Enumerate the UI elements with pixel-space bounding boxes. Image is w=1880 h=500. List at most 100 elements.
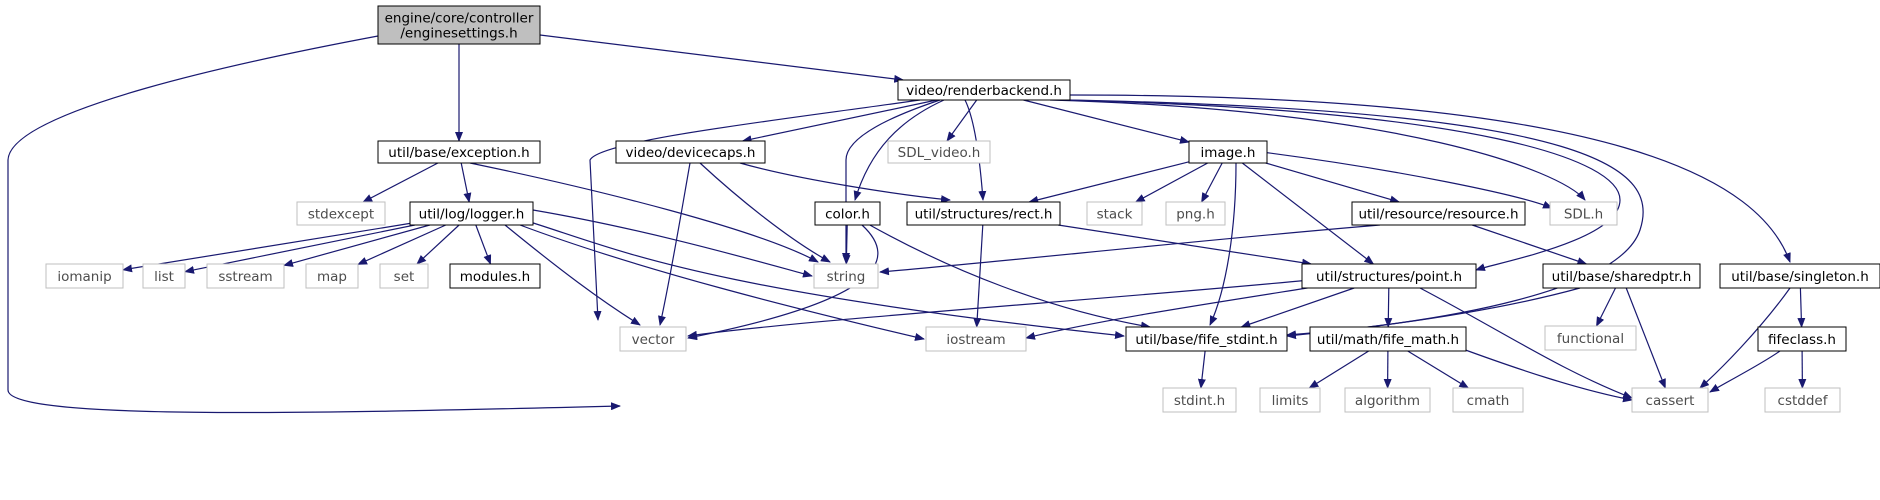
node-sdl_video: SDL_video.h — [887, 140, 991, 164]
node-label: video/renderbackend.h — [906, 83, 1062, 99]
node-set: set — [379, 263, 429, 289]
node-box — [377, 5, 541, 45]
node-box — [409, 201, 534, 226]
node-sdl: SDL.h — [1549, 201, 1618, 226]
nodes-layer: engine/core/controller/enginesettings.h v… — [45, 5, 1880, 413]
edge-exception-to-logger — [460, 162, 472, 203]
node-box — [1188, 140, 1268, 164]
node-label: util/base/fife_stdint.h — [1135, 332, 1277, 348]
edge-image-to-rect — [1028, 161, 1190, 204]
node-fife_stdint[interactable]: util/base/fife_stdint.h — [1125, 326, 1288, 352]
edge-rect-to-point — [1058, 224, 1313, 267]
edge-resource-to-sharedptr — [1472, 224, 1588, 265]
edge-image-to-point — [1241, 162, 1375, 265]
edge-renderbackend-to-image — [1023, 99, 1190, 144]
edge-logger-to-set — [416, 224, 460, 265]
node-fife_math[interactable]: util/math/fife_math.h — [1309, 326, 1467, 352]
node-box — [45, 263, 124, 289]
node-box — [1542, 263, 1701, 289]
node-color[interactable]: color.h — [814, 201, 881, 226]
node-label: engine/core/controller — [385, 11, 534, 27]
node-box — [1162, 387, 1237, 413]
node-box — [619, 326, 687, 352]
edge-image-to-fife_stdint — [1209, 162, 1237, 326]
node-box — [1344, 387, 1431, 413]
node-box — [906, 201, 1061, 226]
node-label: stdint.h — [1174, 393, 1225, 409]
node-box — [377, 140, 541, 164]
edge-singleton-to-cassert — [1699, 287, 1791, 389]
edge-resource-to-string — [879, 224, 1381, 276]
edge-point-to-fife_math — [1384, 287, 1393, 328]
node-label: set — [394, 269, 415, 285]
edge-color-to-fife_stdint — [867, 223, 1151, 330]
node-map: map — [305, 263, 359, 289]
edge-root-to-vector — [7, 35, 621, 414]
node-label: stack — [1097, 207, 1133, 223]
node-box — [142, 263, 186, 289]
node-cstddef: cstddef — [1764, 387, 1841, 413]
edge-devicecaps-to-string — [699, 162, 831, 263]
edge-logger-to-modules — [475, 224, 492, 265]
edge-fife_math-to-limits — [1308, 350, 1370, 389]
node-image[interactable]: image.h — [1188, 140, 1268, 164]
edge-logger-to-iomanip — [122, 222, 411, 273]
node-box — [449, 263, 541, 289]
node-renderbackend[interactable]: video/renderbackend.h — [897, 79, 1071, 101]
edge-logger-to-iostream — [519, 224, 925, 341]
node-label: iostream — [946, 332, 1005, 348]
node-singleton[interactable]: util/base/singleton.h — [1719, 263, 1880, 289]
node-box — [296, 201, 386, 226]
node-stdint: stdint.h — [1162, 387, 1237, 413]
edge-devicecaps-to-rect — [739, 162, 951, 204]
node-point[interactable]: util/structures/point.h — [1301, 263, 1477, 289]
node-box — [813, 263, 879, 289]
edge-logger-to-sstream — [283, 224, 431, 267]
node-box — [1125, 326, 1288, 352]
edge-root-to-renderbackend — [539, 34, 905, 83]
node-functional: functional — [1544, 325, 1637, 351]
node-label: util/log/logger.h — [419, 207, 525, 223]
node-box — [887, 140, 991, 164]
node-label: png.h — [1176, 207, 1215, 223]
edge-image-to-stack — [1134, 162, 1208, 203]
node-devicecaps[interactable]: video/devicecaps.h — [615, 140, 766, 164]
edge-renderbackend-to-sdl_video — [946, 99, 978, 142]
node-label: map — [317, 269, 347, 285]
node-modules[interactable]: modules.h — [449, 263, 541, 289]
node-label: list — [154, 269, 174, 285]
node-box — [379, 263, 429, 289]
node-sharedptr[interactable]: util/base/sharedptr.h — [1542, 263, 1701, 289]
node-label: fifeclass.h — [1768, 332, 1836, 348]
node-box — [1719, 263, 1880, 289]
node-label: SDL_video.h — [898, 145, 981, 161]
node-fifeclass[interactable]: fifeclass.h — [1757, 326, 1847, 352]
node-iomanip: iomanip — [45, 263, 124, 289]
node-label: iomanip — [57, 269, 111, 285]
node-exception[interactable]: util/base/exception.h — [377, 140, 541, 164]
edge-devicecaps-to-vector — [658, 162, 691, 326]
node-label: modules.h — [460, 269, 530, 285]
node-limits: limits — [1259, 387, 1321, 413]
node-label: image.h — [1201, 145, 1256, 161]
node-label: /enginesettings.h — [400, 26, 517, 42]
edge-point-to-fife_stdint — [1240, 287, 1355, 328]
node-label: string — [827, 269, 866, 285]
node-rect[interactable]: util/structures/rect.h — [906, 201, 1061, 226]
node-box — [305, 263, 359, 289]
node-label: cassert — [1646, 393, 1695, 409]
node-cmath: cmath — [1452, 387, 1524, 413]
node-label: vector — [632, 332, 675, 348]
edge-fife_math-to-cassert — [1459, 347, 1633, 403]
node-root[interactable]: engine/core/controller/enginesettings.h — [377, 5, 541, 45]
node-box — [1165, 201, 1226, 226]
node-resource[interactable]: util/resource/resource.h — [1351, 201, 1526, 226]
edge-logger-to-vector — [504, 224, 641, 326]
node-sstream: sstream — [206, 263, 285, 289]
node-logger[interactable]: util/log/logger.h — [409, 201, 534, 226]
node-box — [1309, 326, 1467, 352]
edge-point-to-iostream — [1025, 285, 1321, 340]
node-box — [1452, 387, 1524, 413]
node-iostream: iostream — [925, 326, 1027, 352]
